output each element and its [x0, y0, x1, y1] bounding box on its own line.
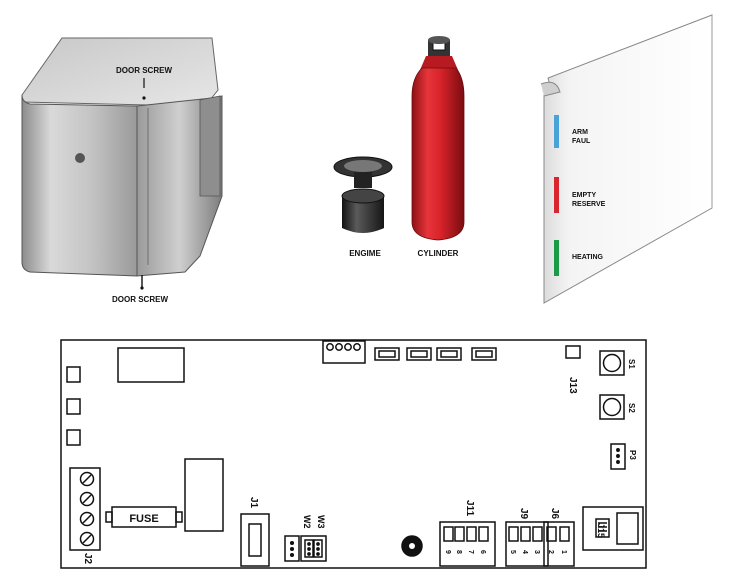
left-pad-1 [66, 366, 81, 383]
indicator-empty-reserve-label-line2: RESERVE [572, 201, 606, 208]
indicator-arm-fault-label-line1: ARM [572, 129, 588, 136]
s2-switch[interactable] [599, 394, 625, 420]
j11-connector [439, 521, 496, 567]
indicator-empty-reserve-light [554, 177, 559, 213]
j15-label: J15 [596, 523, 606, 538]
circuit-board: J13 S1 S2 P3 J2 FUSE J1 [60, 339, 647, 569]
top-pad-row [374, 347, 497, 361]
p3-header [610, 443, 626, 470]
cabinet-knob [75, 153, 85, 163]
indicator-panel: ARM FAUL EMPTY RESERVE HEATING [540, 14, 713, 304]
indicator-empty-reserve-label-line1: EMPTY [572, 192, 596, 199]
relay-main [184, 458, 224, 532]
door-screw-bottom-label: DOOR SCREW [112, 295, 168, 304]
j11-pin-7: 7 [467, 550, 474, 554]
cylinder-label: CYLINDER [418, 249, 459, 258]
j13-pad [565, 345, 581, 359]
w3-jumper [300, 535, 327, 562]
cylinder-body [411, 67, 465, 241]
indicator-arm-fault-label-line2: FAUL [572, 138, 591, 145]
j6-pin-1: 1 [560, 550, 567, 554]
j9-connector [505, 521, 549, 567]
indicator-heating-label: HEATING [572, 254, 604, 261]
j1-connector [240, 513, 270, 567]
j2-label: J2 [82, 553, 93, 565]
j9-label: J9 [518, 508, 529, 520]
cabinet-front [21, 94, 138, 277]
cabinet-illustration: DOOR SCREW DOOR SCREW [21, 37, 223, 304]
engine-label: ENGIME [349, 249, 381, 258]
j11-pin-9: 9 [444, 550, 451, 554]
j9-pin-4: 4 [521, 550, 528, 554]
j1-label: J1 [248, 497, 259, 509]
top-terminal-block [322, 340, 366, 364]
j9-pin-5: 5 [509, 550, 516, 554]
engine-illustration: ENGIME [333, 156, 393, 258]
j2-terminal-block [69, 467, 101, 551]
j11-pin-6: 6 [479, 550, 486, 554]
door-screw-top-label: DOOR SCREW [116, 66, 172, 75]
w3-label: W3 [316, 515, 326, 529]
s1-label: S1 [627, 359, 636, 369]
j13-label: J13 [567, 377, 578, 394]
j15-connector [582, 506, 644, 551]
s1-switch[interactable] [599, 350, 625, 376]
j9-pin-3: 3 [533, 550, 540, 554]
left-pad-2 [66, 398, 81, 415]
j6-label: J6 [549, 508, 560, 520]
relay-top-left [117, 347, 185, 383]
indicator-arm-fault-light [554, 115, 559, 148]
w2-label: W2 [302, 515, 312, 529]
j11-pin-8: 8 [455, 550, 462, 554]
w2-jumper [284, 535, 300, 562]
cabinet-top [21, 37, 219, 106]
j2-screws [79, 471, 95, 547]
indicator-heating-light [554, 240, 559, 276]
cylinder-illustration: CYLINDER [411, 36, 465, 258]
board-outline [60, 339, 647, 569]
left-pad-3 [66, 429, 81, 446]
j6-pin-2: 2 [547, 550, 554, 554]
s2-label: S2 [627, 403, 636, 413]
j11-label: J11 [464, 500, 475, 517]
j6-connector [543, 521, 575, 567]
p3-label: P3 [628, 450, 637, 460]
fuse-label: FUSE [129, 513, 158, 525]
